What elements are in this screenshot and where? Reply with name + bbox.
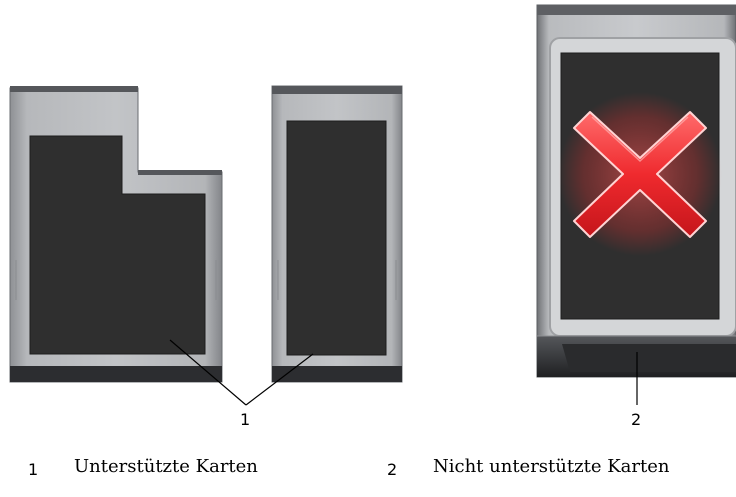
legend-number-1: 1 <box>28 460 39 479</box>
callout-line-card-a <box>169 339 247 406</box>
expresscard-54-supported <box>9 86 223 383</box>
callout-number-2: 2 <box>631 410 642 429</box>
legend-text-unsupported: Nicht unterstützte Karten <box>433 456 670 477</box>
callout-number-1: 1 <box>240 410 251 429</box>
expresscard-34-supported <box>271 85 403 383</box>
callout-line-card-b <box>245 353 314 406</box>
legend-number-2: 2 <box>387 460 398 479</box>
not-supported-x-icon <box>558 92 722 256</box>
callout-lines <box>169 339 638 406</box>
legend-text-supported: Unterstützte Karten <box>74 456 258 477</box>
